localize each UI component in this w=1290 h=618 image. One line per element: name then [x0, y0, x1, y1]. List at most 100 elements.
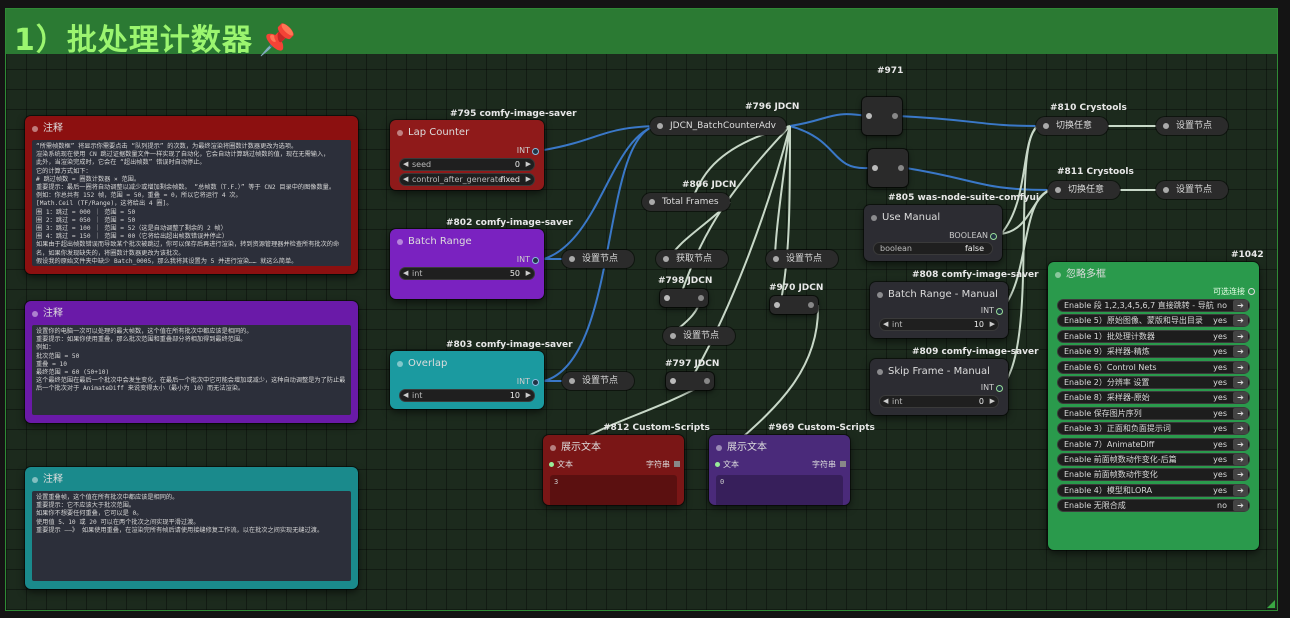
node-header[interactable]: Batch Range	[390, 229, 544, 255]
collapse-dot-icon[interactable]	[877, 292, 883, 298]
navigate-arrow-icon[interactable]: ➔	[1233, 469, 1248, 481]
text-display[interactable]: 3	[550, 475, 677, 505]
input-slot[interactable]	[569, 378, 575, 384]
navigate-arrow-icon[interactable]: ➔	[1233, 392, 1248, 404]
collapse-dot-icon[interactable]	[397, 239, 403, 245]
input-slot[interactable]	[872, 165, 878, 171]
navigate-arrow-icon[interactable]: ➔	[1233, 361, 1248, 373]
group-header[interactable]: 1）批处理计数器📌	[6, 9, 1277, 58]
decrement-arrow-icon[interactable]: ◀	[403, 175, 409, 183]
set-node[interactable]: 设置节点	[562, 250, 634, 268]
set-node[interactable]: 设置节点	[562, 372, 634, 390]
output-slot[interactable]	[990, 233, 997, 240]
int-widget[interactable]: ◀ int 0 ▶	[879, 395, 999, 408]
note-header[interactable]: 注释	[25, 301, 358, 327]
increment-arrow-icon[interactable]: ▶	[525, 391, 531, 399]
input-slot[interactable]	[1055, 187, 1061, 193]
output-slot[interactable]	[674, 461, 680, 467]
navigate-arrow-icon[interactable]: ➔	[1233, 423, 1248, 435]
increment-arrow-icon[interactable]: ▶	[989, 397, 995, 405]
output-slot[interactable]	[1248, 288, 1255, 295]
node-header[interactable]: Lap Counter	[390, 120, 544, 146]
switch-any-node[interactable]: 切换任意	[1036, 117, 1108, 135]
get-node[interactable]: 获取节点	[656, 250, 728, 268]
decrement-arrow-icon[interactable]: ◀	[883, 320, 889, 328]
increment-arrow-icon[interactable]: ▶	[525, 175, 531, 183]
collapse-dot-icon[interactable]	[32, 477, 38, 483]
output-slot[interactable]	[698, 295, 704, 301]
output-slot[interactable]	[898, 165, 904, 171]
input-slot[interactable]	[1043, 123, 1049, 129]
navigate-arrow-icon[interactable]: ➔	[1233, 377, 1248, 388]
navigate-arrow-icon[interactable]: ➔	[1233, 315, 1248, 327]
node-header[interactable]: Batch Range - Manual	[870, 282, 1008, 308]
node-header[interactable]: 展示文本	[543, 435, 684, 461]
input-slot[interactable]	[670, 378, 676, 384]
note-node-red[interactable]: 注释 “所需帧数框” 将显示你需要点击 “队列提示” 的次数，为最终渲染将圈数计…	[25, 116, 358, 274]
output-slot[interactable]	[996, 385, 1003, 392]
input-slot[interactable]	[773, 256, 779, 262]
output-slot[interactable]	[892, 113, 898, 119]
note-text[interactable]: “所需帧数框” 将显示你需要点击 “队列提示” 的次数，为最终渲染将圈数计数器更…	[32, 140, 351, 266]
note-text[interactable]: 设置重叠帧，这个值在所有批次中都应该是相同的。 重要提示：它不应该大于批次范围。…	[32, 491, 351, 581]
switch-node[interactable]	[868, 149, 908, 187]
output-slot[interactable]	[704, 378, 710, 384]
jdcn-797-node[interactable]	[666, 372, 714, 390]
output-slot[interactable]	[808, 302, 814, 308]
output-slot[interactable]	[840, 461, 846, 467]
set-node[interactable]: 设置节点	[663, 327, 735, 345]
input-slot[interactable]	[549, 462, 554, 467]
node-header[interactable]: Skip Frame - Manual	[870, 359, 1008, 385]
decrement-arrow-icon[interactable]: ◀	[403, 160, 409, 168]
lap-counter-node[interactable]: Lap Counter INT ◀ seed 0 ▶ ◀ control_aft…	[390, 120, 544, 190]
batch-range-node[interactable]: Batch Range INT ◀ int 50 ▶	[390, 229, 544, 299]
overlap-node[interactable]: Overlap INT ◀ int 10 ▶	[390, 351, 544, 409]
navigate-arrow-icon[interactable]: ➔	[1233, 300, 1248, 311]
collapse-dot-icon[interactable]	[397, 361, 403, 367]
skip-frame-manual-node[interactable]: Skip Frame - Manual INT ◀ int 0 ▶	[870, 359, 1008, 415]
input-slot[interactable]	[1163, 123, 1169, 129]
navigate-arrow-icon[interactable]: ➔	[1233, 484, 1248, 496]
node-header[interactable]: 忽略多框	[1048, 262, 1259, 288]
batch-range-manual-node[interactable]: Batch Range - Manual INT ◀ int 10 ▶	[870, 282, 1008, 338]
int-widget[interactable]: ◀ int 10 ▶	[399, 389, 535, 402]
group-resize-handle[interactable]	[1267, 600, 1275, 608]
collapse-dot-icon[interactable]	[32, 126, 38, 132]
set-node[interactable]: 设置节点	[1156, 181, 1228, 199]
navigate-arrow-icon[interactable]: ➔	[1233, 438, 1248, 450]
navigate-arrow-icon[interactable]: ➔	[1233, 500, 1248, 512]
output-slot[interactable]	[996, 308, 1003, 315]
decrement-arrow-icon[interactable]: ◀	[403, 391, 409, 399]
input-slot[interactable]	[774, 302, 780, 308]
int-widget[interactable]: ◀ int 10 ▶	[879, 318, 999, 331]
output-slot[interactable]	[532, 379, 539, 386]
collapse-dot-icon[interactable]	[32, 311, 38, 317]
input-slot[interactable]	[866, 113, 872, 119]
navigate-arrow-icon[interactable]: ➔	[1233, 330, 1248, 342]
collapse-dot-icon[interactable]	[871, 215, 877, 221]
input-slot[interactable]	[664, 295, 670, 301]
set-node[interactable]: 设置节点	[1156, 117, 1228, 135]
note-header[interactable]: 注释	[25, 467, 358, 493]
decrement-arrow-icon[interactable]: ◀	[403, 269, 409, 277]
set-node[interactable]: 设置节点	[766, 250, 838, 268]
input-slot[interactable]	[663, 256, 669, 262]
switch-971-node[interactable]	[862, 97, 902, 135]
input-slot[interactable]	[670, 333, 676, 339]
input-slot[interactable]	[1163, 187, 1169, 193]
output-slot[interactable]	[532, 257, 539, 264]
switch-any-node[interactable]: 切换任意	[1048, 181, 1120, 199]
text-display[interactable]: 0	[716, 475, 843, 505]
input-slot[interactable]	[715, 462, 720, 467]
input-slot[interactable]	[657, 123, 663, 129]
navigate-arrow-icon[interactable]: ➔	[1233, 454, 1248, 465]
